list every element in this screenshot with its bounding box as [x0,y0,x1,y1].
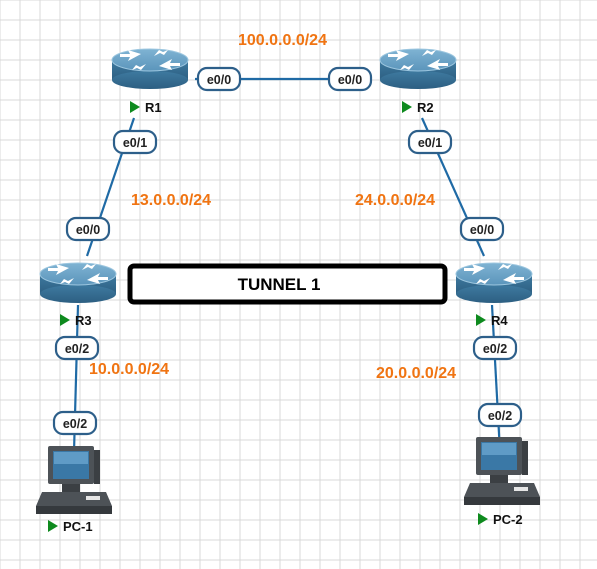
svg-text:e0/2: e0/2 [483,342,507,356]
router-r4[interactable]: R4 [455,262,533,328]
play-icon [476,314,486,326]
svg-text:e0/0: e0/0 [76,223,100,237]
svg-text:e0/0: e0/0 [470,223,494,237]
svg-text:e0/2: e0/2 [63,417,87,431]
device-label-r2: R2 [417,100,434,115]
interface-badge-r4-e0-0[interactable]: e0/0 [459,216,505,242]
interface-badge-pc2-e0-2[interactable]: e0/2 [477,402,523,428]
network-label-r3-pc1: 10.0.0.0/24 [89,361,169,378]
play-icon [60,314,70,326]
pc-pc1[interactable]: PC-1 [36,446,112,534]
interface-badge-r3-e0-0[interactable]: e0/0 [65,216,111,242]
play-icon [48,520,58,532]
router-r1[interactable]: R1 [111,48,189,115]
router-r3[interactable]: R3 [39,262,117,328]
link-r4-pc2[interactable] [490,304,502,453]
network-label-r1-r2: 100.0.0.0/24 [238,32,327,49]
router-icon [111,48,189,90]
interface-badge-r3-e0-2[interactable]: e0/2 [54,335,100,361]
svg-text:e0/2: e0/2 [488,409,512,423]
router-icon [455,262,533,304]
device-label-r3: R3 [75,313,92,328]
svg-text:e0/0: e0/0 [207,73,231,87]
network-label-r4-pc2: 20.0.0.0/24 [376,365,456,382]
svg-text:e0/1: e0/1 [123,136,147,150]
play-icon [130,101,140,113]
play-icon [402,101,412,113]
device-label-pc1: PC-1 [63,519,93,534]
svg-text:e0/0: e0/0 [338,73,362,87]
device-label-pc2: PC-2 [493,512,523,527]
router-r2[interactable]: R2 [379,48,457,115]
tunnel-box[interactable]: TUNNEL 1 [127,263,448,305]
network-label-r2-r4: 24.0.0.0/24 [355,192,435,209]
device-label-r4: R4 [491,313,508,328]
svg-text:e0/1: e0/1 [418,136,442,150]
tunnel-label: TUNNEL 1 [238,275,321,294]
interface-badge-r2-e0-1[interactable]: e0/1 [407,129,453,155]
interface-badge-r2-e0-0[interactable]: e0/0 [327,66,373,92]
svg-text:e0/2: e0/2 [65,342,89,356]
interface-badge-pc1-e0-2[interactable]: e0/2 [52,410,98,436]
interface-badges: e0/0 e0/0 e0/1 e0/0 e0/1 e0/0 e0/2 e0/2 [52,66,523,436]
interface-badge-r4-e0-2[interactable]: e0/2 [472,335,518,361]
router-icon [39,262,117,304]
interface-badge-r1-e0-1[interactable]: e0/1 [112,129,158,155]
network-labels: 100.0.0.0/24 13.0.0.0/24 24.0.0.0/24 10.… [89,32,456,382]
device-label-r1: R1 [145,100,162,115]
pc-pc2[interactable]: PC-2 [464,437,540,527]
play-icon [478,513,488,525]
interface-badge-r1-e0-0[interactable]: e0/0 [196,66,242,92]
pc-icon [464,437,540,505]
router-icon [379,48,457,90]
network-label-r1-r3: 13.0.0.0/24 [131,192,211,209]
